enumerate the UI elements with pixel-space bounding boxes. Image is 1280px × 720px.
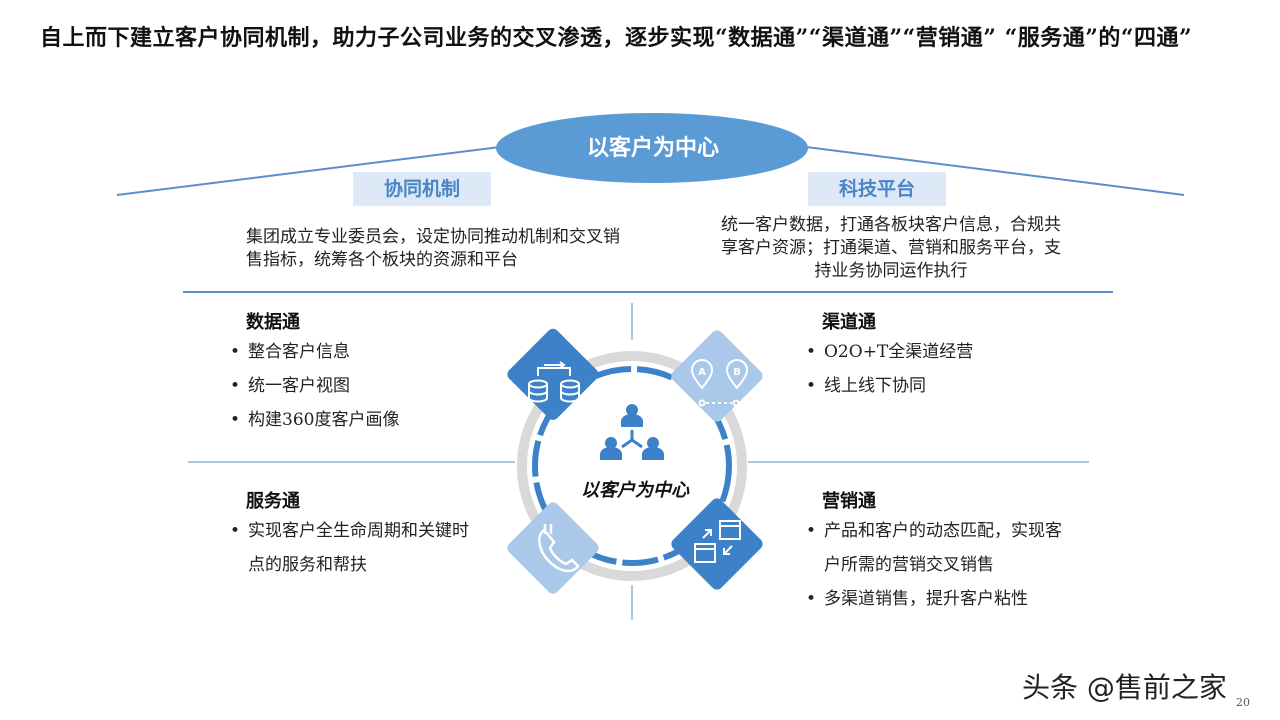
headline: 自上而下建立客户协同机制，助力子公司业务的交叉渗透，逐步实现“数据通”“渠道通”… — [40, 25, 1193, 51]
center-ellipse — [496, 113, 808, 183]
center-disc — [544, 378, 720, 554]
list-item: 实现客户全生命周期和关键时点的服务和帮扶 — [226, 514, 476, 582]
diamond-bottom-right — [671, 498, 763, 590]
diamond-bottom-left — [507, 502, 599, 594]
people-network-icon — [600, 404, 664, 460]
database-sync-icon — [528, 361, 580, 403]
window-arrows-icon — [694, 520, 741, 563]
quadrant-title-marketing: 营销通 — [822, 491, 876, 512]
list-item: O2O+T全渠道经营 — [802, 335, 1092, 369]
quadrant-list-marketing: 产品和客户的动态匹配，实现客户所需的营销交叉销售 多渠道销售，提升客户粘性 — [802, 514, 1072, 616]
list-item: 线上线下协同 — [802, 369, 1092, 403]
tag-tech-platform: 科技平台 — [808, 172, 946, 206]
list-item: 构建360度客户画像 — [226, 403, 516, 437]
quadrant-list-data: 整合客户信息 统一客户视图 构建360度客户画像 — [226, 335, 516, 437]
quadrant-title-service: 服务通 — [246, 491, 300, 512]
description-left: 集团成立专业委员会，设定协同推动机制和交叉销售指标，统筹各个板块的资源和平台 — [246, 227, 620, 270]
description-right: 统一客户数据，打通各板块客户信息，合规共享客户资源；打通渠道、营销和服务平台，支… — [721, 215, 1061, 281]
quadrant-title-channel: 渠道通 — [822, 312, 876, 333]
list-item: 多渠道销售，提升客户粘性 — [802, 582, 1072, 616]
tag-collaboration-mechanism: 协同机制 — [353, 172, 491, 206]
quadrant-list-channel: O2O+T全渠道经营 线上线下协同 — [802, 335, 1092, 403]
diamond-top-left — [507, 328, 599, 420]
roof-line-left — [116, 146, 501, 196]
diamond-top-right: A B — [671, 330, 763, 422]
roof-line-right — [805, 146, 1185, 196]
outer-gray-ring — [517, 351, 747, 581]
list-item: 统一客户视图 — [226, 369, 516, 403]
list-item: 整合客户信息 — [226, 335, 516, 369]
center-ellipse-label: 以客户为中心 — [586, 135, 719, 161]
watermark: 头条 @售前之家 — [1022, 671, 1227, 704]
phone-icon — [538, 524, 580, 573]
page-number: 20 — [1236, 696, 1250, 709]
location-pins-icon: A B — [690, 359, 749, 407]
svg-text:A: A — [698, 367, 706, 378]
inner-blue-ring — [532, 366, 732, 566]
center-label: 以客户为中心 — [581, 480, 689, 501]
svg-text:B: B — [733, 367, 741, 378]
quadrant-list-service: 实现客户全生命周期和关键时点的服务和帮扶 — [226, 514, 476, 582]
quadrant-title-data: 数据通 — [246, 312, 300, 333]
list-item: 产品和客户的动态匹配，实现客户所需的营销交叉销售 — [802, 514, 1072, 582]
